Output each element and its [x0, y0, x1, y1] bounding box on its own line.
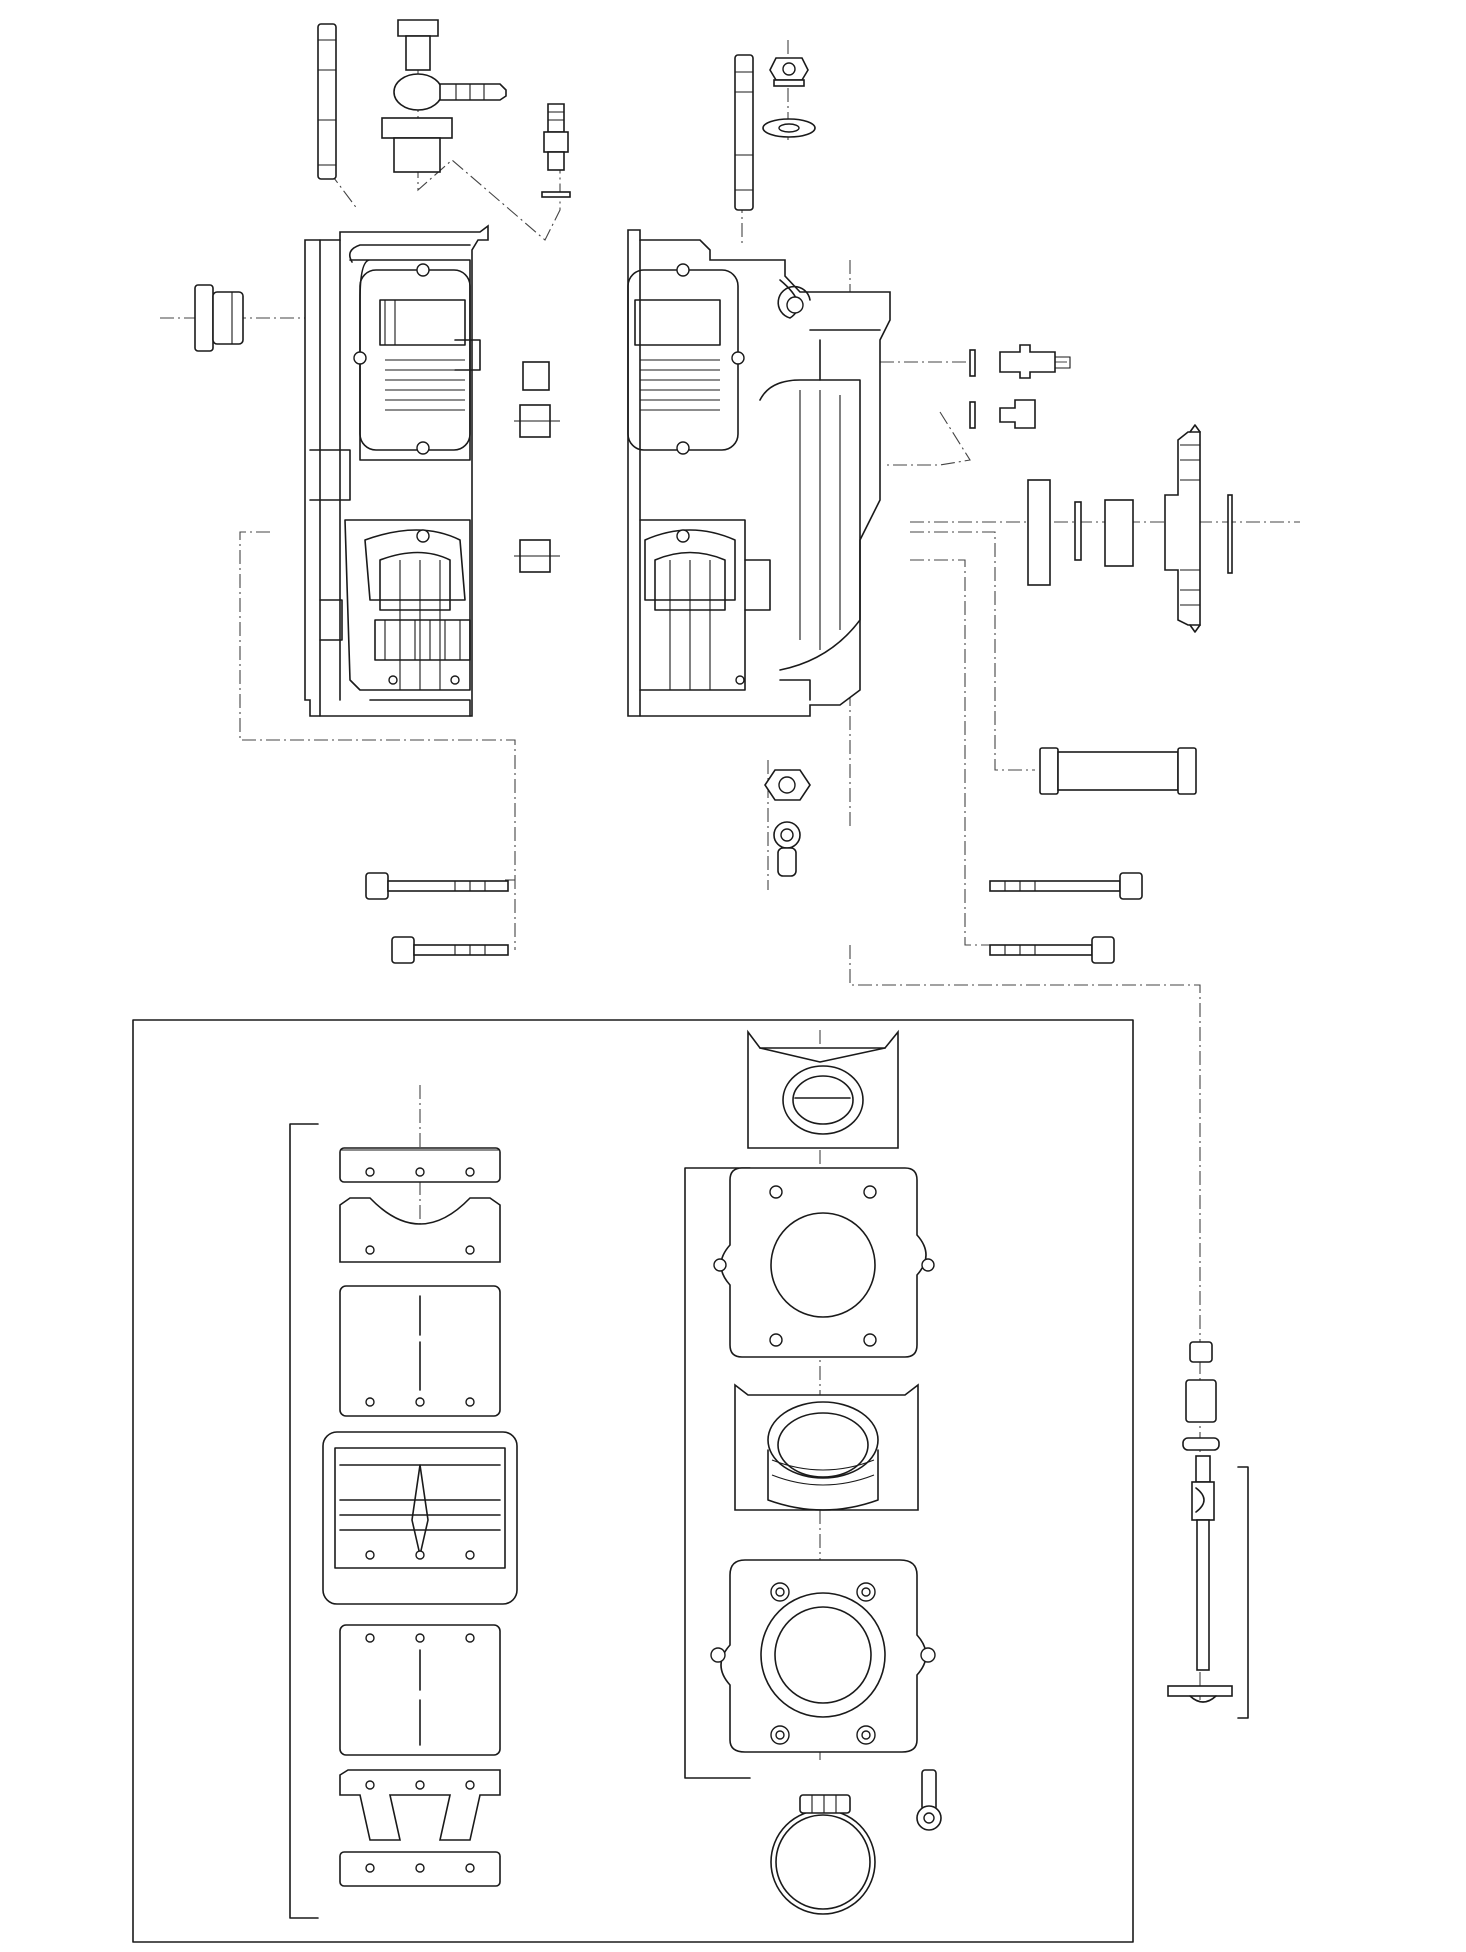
flange-nut	[769, 57, 809, 87]
plug-left	[194, 284, 244, 352]
banjo-fitting	[381, 19, 507, 173]
bolt-right-1	[989, 872, 1143, 900]
stud-left	[317, 23, 337, 180]
drive-sprocket-assembly	[1027, 424, 1233, 633]
left-crankcase-half	[304, 224, 489, 717]
hose-nipple-left	[541, 103, 571, 198]
right-crankcase-half	[627, 229, 891, 717]
pin-assembly	[1167, 1341, 1249, 1719]
bolt-right-2	[989, 936, 1115, 964]
bushing-sleeve	[1039, 747, 1197, 795]
assembly-frame	[132, 1019, 1134, 1943]
washer-top-right	[762, 118, 816, 138]
case-nut-fitting	[764, 769, 811, 877]
bolt-left-2	[391, 936, 509, 964]
stud-right	[734, 54, 754, 211]
reed-valve-block-assembly	[289, 1123, 518, 1919]
side-fittings	[969, 344, 1071, 429]
clamp-screw	[916, 1769, 942, 1831]
intake-manifold-assembly	[684, 1029, 936, 1779]
hose-clamp	[770, 1794, 876, 1915]
dowel-sleeves	[514, 361, 560, 573]
bolt-left-1	[365, 872, 509, 900]
